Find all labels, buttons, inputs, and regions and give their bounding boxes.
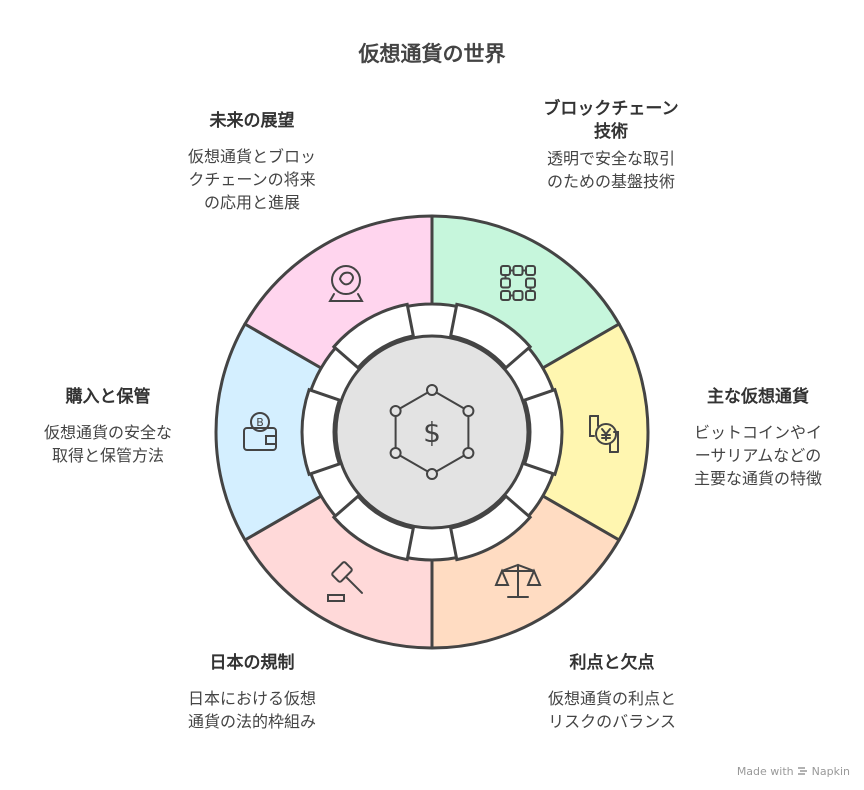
segment-inner-tab — [522, 387, 564, 477]
yen-coin-exchange-icon — [589, 415, 619, 453]
segment-inner-tab — [300, 387, 342, 477]
segment-inner-tab — [331, 302, 416, 370]
label-blockchain: ブロックチェーン技術 透明で安全な取引のための基盤技術 — [543, 99, 679, 191]
label-purchase-storage: 購入と保管 仮想通貨の安全な取得と保管方法 — [43, 387, 172, 465]
segment-inner-tab — [448, 494, 533, 562]
label-major-currencies: 主な仮想通貨 ビットコインやイーサリアムなどの主要な通貨の特徴 — [693, 387, 822, 488]
label-future-outlook: 未来の展望 仮想通貨とブロックチェーンの将来の応用と進展 — [187, 111, 316, 212]
dollar-network-icon: $ — [389, 384, 475, 480]
segment-inner-tab — [448, 302, 533, 370]
credit-brand: Napkin — [811, 765, 850, 778]
credit-text: Made with — [736, 765, 794, 778]
balance-scale-icon — [494, 563, 542, 598]
segment-inner-tab — [331, 494, 416, 562]
blockchain-blocks-icon — [500, 265, 536, 302]
gavel-icon — [327, 561, 363, 602]
page-title: 仮想通貨の世界 — [358, 42, 506, 66]
svg-text:B: B — [256, 416, 264, 429]
label-japan-regulation: 日本の規制 日本における仮想通貨の法的枠組み — [187, 653, 316, 731]
svg-text:$: $ — [423, 416, 441, 449]
napkin-credit: Made with Napkin — [737, 765, 850, 778]
napkin-logo-icon — [797, 767, 807, 775]
bitcoin-wallet-icon: B — [243, 412, 277, 451]
label-pros-cons: 利点と欠点 仮想通貨の利点とリスクのバランス — [547, 653, 676, 731]
crystal-ball-icon — [328, 265, 364, 303]
center-hub — [334, 334, 530, 530]
